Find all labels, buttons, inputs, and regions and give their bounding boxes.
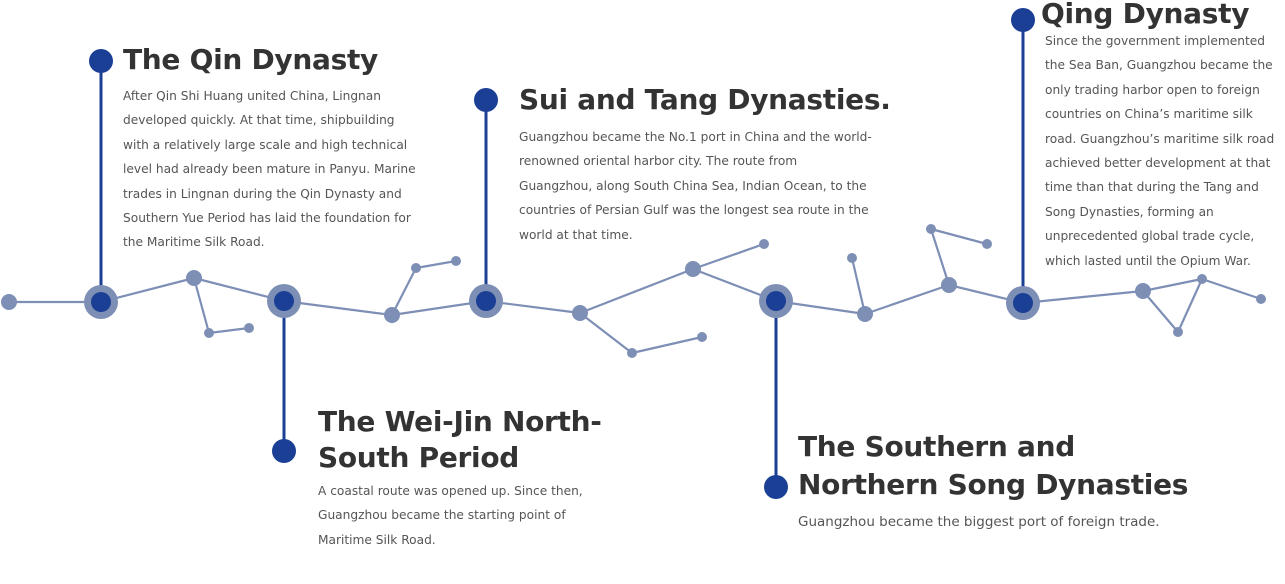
network-node <box>1135 283 1151 299</box>
network-link <box>691 242 766 271</box>
network-node <box>186 270 202 286</box>
era-node-core-qing <box>1013 293 1033 313</box>
era-marker-qing <box>1011 8 1035 32</box>
era-title-qin: The Qin Dynasty <box>123 43 378 76</box>
network-node <box>941 277 957 293</box>
era-marker-song <box>764 475 788 499</box>
era-marker-qin <box>89 49 113 73</box>
network-node <box>204 328 214 338</box>
era-node-core-wei-jin <box>274 291 294 311</box>
network-node <box>697 332 707 342</box>
network-node <box>857 306 873 322</box>
network-link <box>863 283 951 316</box>
network-node <box>244 323 254 333</box>
network-link <box>1176 277 1204 334</box>
network-node <box>1 294 17 310</box>
network-node <box>759 239 769 249</box>
network-node <box>572 305 588 321</box>
era-marker-sui-tang <box>474 88 498 112</box>
era-node-core-qin <box>91 292 111 312</box>
era-node-core-sui-tang <box>476 291 496 311</box>
era-description-qing: Since the government implemented the Sea… <box>1045 34 1275 268</box>
network-node <box>451 256 461 266</box>
network-node <box>384 307 400 323</box>
network-node <box>685 261 701 277</box>
network-link <box>578 311 634 355</box>
network-link <box>414 259 458 270</box>
network-node <box>1256 294 1266 304</box>
era-description-song: Guangzhou became the biggest port of for… <box>798 514 1160 530</box>
era-node-core-song <box>766 291 786 311</box>
network-node <box>847 253 857 263</box>
network-link <box>578 267 695 315</box>
network-link <box>929 227 989 246</box>
network-node <box>1173 327 1183 337</box>
network-link <box>929 227 951 287</box>
era-title-song: The Southern and Northern Song Dynasties <box>798 430 1189 501</box>
network-link <box>1141 289 1180 334</box>
network-link <box>1200 277 1263 301</box>
network-link <box>850 256 867 316</box>
era-title-sui-tang: Sui and Tang Dynasties. <box>519 83 891 116</box>
network-node <box>982 239 992 249</box>
network-link <box>390 266 418 317</box>
network-node <box>627 348 637 358</box>
network-link <box>630 335 704 355</box>
network-link <box>282 299 394 317</box>
network-node <box>411 263 421 273</box>
network-node <box>926 224 936 234</box>
era-title-qing: Qing Dynasty <box>1041 0 1250 30</box>
network-link <box>1141 277 1204 293</box>
network-link <box>192 276 211 335</box>
network-link <box>1021 289 1145 305</box>
era-description-wei-jin: A coastal route was opened up. Since the… <box>318 484 583 547</box>
network-link <box>207 326 251 335</box>
era-description-qin: After Qin Shi Huang united China, Lingna… <box>123 89 416 250</box>
network-node <box>1197 274 1207 284</box>
era-marker-wei-jin <box>272 439 296 463</box>
era-description-sui-tang: Guangzhou became the No.1 port in China … <box>519 130 872 242</box>
era-title-wei-jin: The Wei-Jin North-South Period <box>318 405 602 474</box>
